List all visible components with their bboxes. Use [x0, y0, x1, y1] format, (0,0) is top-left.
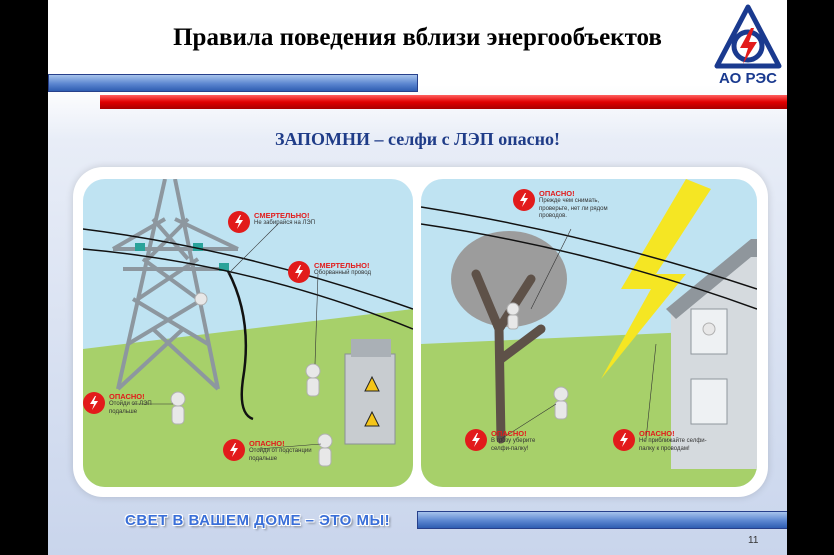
- lightning-warning-icon: [228, 211, 250, 233]
- top-blue-bar: [48, 74, 418, 92]
- lightning-warning-icon: [513, 189, 535, 211]
- callout-left-4: ОПАСНО! Отойди от подстанции подальше: [223, 439, 318, 463]
- figures-right: [506, 302, 716, 420]
- callout-text: Не забирайся на ЛЭП: [254, 220, 316, 226]
- callout-left-3: ОПАСНО! Отойди от ЛЭП подальше: [83, 392, 163, 416]
- callout-text: Не приближайте селфи-палку к проводам!: [639, 438, 707, 452]
- lightning-icon: [601, 179, 711, 379]
- callout-right-2: ОПАСНО! В грозу уберите селфи-палку!: [465, 429, 545, 453]
- tree-house-scene: [421, 179, 757, 487]
- callout-left-2: СМЕРТЕЛЬНО! Оборванный провод: [288, 261, 371, 283]
- lightning-warning-icon: [613, 429, 635, 451]
- callout-heading: ОПАСНО!: [539, 189, 575, 198]
- callout-text: В грозу уберите селфи-палку!: [491, 438, 536, 452]
- bottom-blue-bar: [417, 511, 787, 529]
- lightning-warning-icon: [223, 439, 245, 461]
- figures: [170, 292, 333, 467]
- callout-heading: СМЕРТЕЛЬНО!: [314, 261, 370, 270]
- callout-right-3: ОПАСНО! Не приближайте селфи-палку к про…: [613, 429, 713, 453]
- house-icon: [666, 239, 757, 469]
- power-line-scene: [83, 179, 413, 487]
- company-logo: АО РЭС: [713, 4, 783, 92]
- lightning-warning-icon: [465, 429, 487, 451]
- transmission-tower-icon: [112, 179, 239, 391]
- callout-heading: ОПАСНО!: [109, 392, 145, 401]
- lightning-warning-icon: [288, 261, 310, 283]
- callout-text: Оборванный провод: [314, 270, 371, 276]
- callout-heading: ОПАСНО!: [491, 429, 527, 438]
- callout-left-1: СМЕРТЕЛЬНО! Не забирайся на ЛЭП: [228, 211, 315, 233]
- callout-text: Прежде чем снимать, проверьте, нет ли ря…: [539, 198, 608, 219]
- callout-heading: ОПАСНО!: [249, 439, 285, 448]
- illustration-panel: СМЕРТЕЛЬНО! Не забирайся на ЛЭП СМЕРТЕЛЬ…: [73, 167, 768, 497]
- slide: Правила поведения вблизи энергообъектов …: [48, 0, 787, 555]
- callout-heading: СМЕРТЕЛЬНО!: [254, 211, 310, 220]
- logo-text: АО РЭС: [719, 70, 777, 87]
- callout-right-1: ОПАСНО! Прежде чем снимать, проверьте, н…: [513, 189, 618, 221]
- substation-icon: [344, 339, 396, 445]
- callout-text: Отойди от подстанции подальше: [249, 448, 312, 462]
- slide-title: Правила поведения вблизи энергообъектов: [173, 24, 662, 51]
- slide-subtitle: ЗАПОМНИ – селфи с ЛЭП опасно!: [274, 129, 560, 149]
- slogan-text: СВЕТ В ВАШЕМ ДОМЕ – ЭТО МЫ!: [125, 512, 391, 529]
- top-red-bar: [100, 95, 787, 109]
- callout-text: Отойди от ЛЭП подальше: [109, 401, 152, 415]
- callout-heading: ОПАСНО!: [639, 429, 675, 438]
- lightning-warning-icon: [83, 392, 105, 414]
- logo-emblem-icon: [714, 4, 782, 69]
- broken-wire: [226, 270, 254, 421]
- page-number: 11: [748, 535, 759, 546]
